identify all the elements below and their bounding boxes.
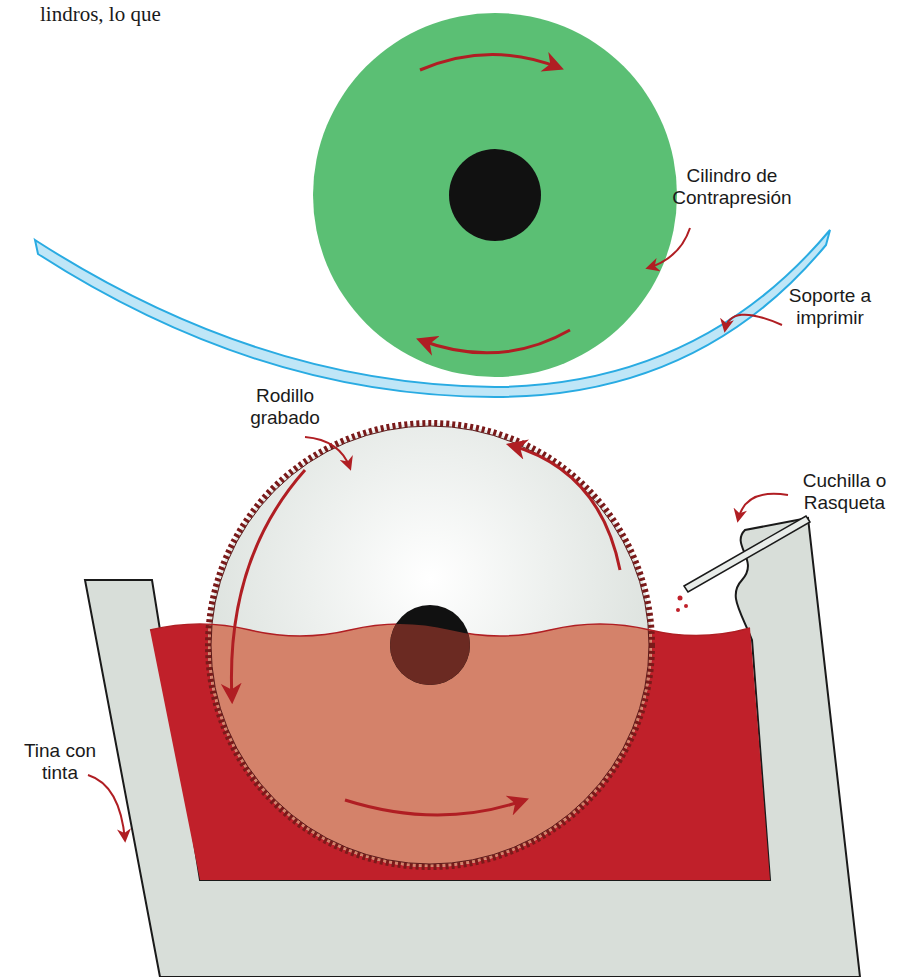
impression-cylinder [313, 13, 677, 377]
cylinder-hub [449, 149, 541, 241]
engraved-roller [208, 423, 652, 867]
cut-off-text: lindros, lo que [40, 2, 161, 26]
doctor-blade [684, 516, 810, 592]
leader-arrows [88, 228, 788, 840]
roller-rim [211, 426, 649, 864]
part-label: Tina con tinta [18, 740, 102, 784]
part-label: Soporte a imprimir [780, 285, 880, 329]
roller-hub-in-ink [390, 605, 470, 685]
part-label: Cuchilla o Rasqueta [792, 470, 897, 514]
rotation-arrows [231, 54, 620, 815]
part-label: Cilindro de Contrapresión [662, 165, 802, 209]
part-label: Rodillo grabado [240, 385, 330, 429]
roller-hub [390, 605, 470, 685]
roller-in-ink [208, 423, 652, 867]
roller-engraving [208, 423, 652, 867]
